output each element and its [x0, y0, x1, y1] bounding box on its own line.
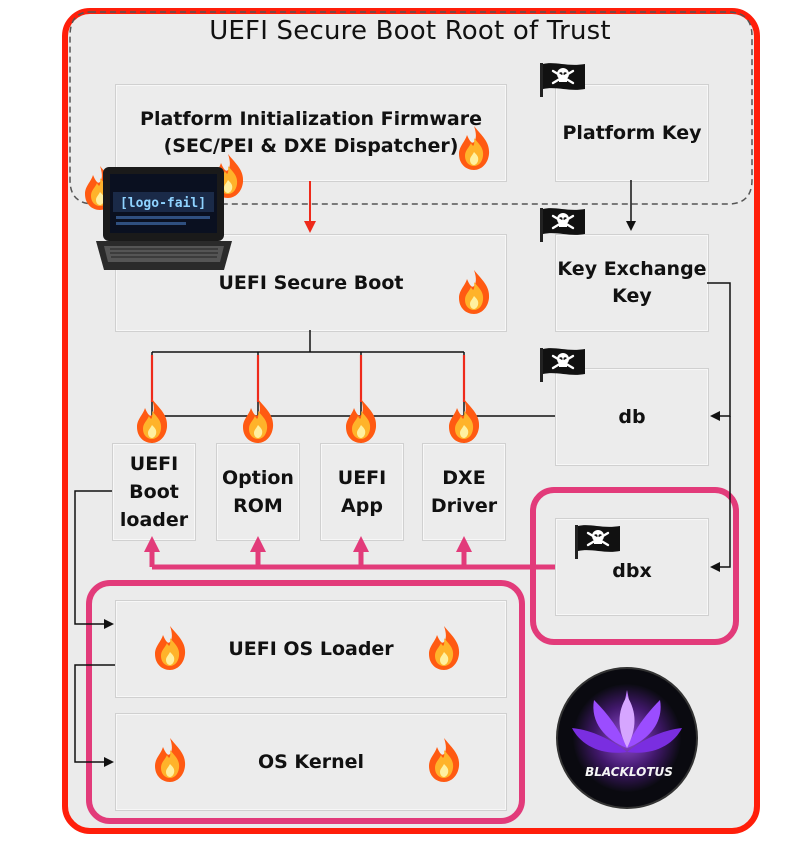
pirate-flag-icon — [573, 523, 622, 561]
os-highlight-frame — [86, 580, 525, 824]
kek-to-db-connector — [707, 282, 731, 421]
option-rom-label-1: Option — [222, 467, 294, 489]
fire-icon — [459, 126, 490, 170]
kek-label-2: Key — [612, 285, 652, 307]
root-of-trust-dashed-boundary — [69, 11, 753, 205]
boot-loader-label-1: UEFI — [129, 453, 179, 475]
option-rom-box: Option ROM — [216, 443, 300, 541]
pirate-flag-icon — [538, 206, 587, 244]
laptop-icon: [logo-fail] — [96, 167, 232, 270]
platform-key-box: Platform Key — [555, 84, 709, 182]
osloader-to-kernel-connector — [74, 664, 115, 767]
kek-to-dbx-connector — [710, 416, 731, 572]
option-rom-label-2: ROM — [233, 495, 283, 517]
fire-icon — [459, 270, 490, 314]
fire-icon — [429, 626, 460, 670]
platform-firmware-label-2: (SEC/PEI & DXE Dispatcher) — [163, 135, 459, 157]
secure-boot-label: UEFI Secure Boot — [218, 271, 404, 294]
bootloader-to-osloader-connector — [74, 490, 114, 629]
boot-loader-label-3: loader — [119, 509, 189, 531]
dbx-label: dbx — [612, 559, 652, 582]
dxe-driver-label-1: DXE — [442, 467, 486, 489]
platform-key-label: Platform Key — [562, 121, 702, 144]
blacklotus-label: BLACKLOTUS — [585, 765, 673, 779]
kek-label-1: Key Exchange — [557, 258, 707, 280]
blacklotus-logo-icon: BLACKLOTUS — [556, 667, 698, 809]
db-label: db — [618, 405, 646, 428]
boot-loader-label-2: Boot — [129, 481, 179, 503]
fire-icon — [429, 738, 460, 782]
diagram-title: UEFI Secure Boot Root of Trust — [209, 16, 611, 46]
uefi-app-label-1: UEFI — [337, 467, 387, 489]
laptop-screen-label: [logo-fail] — [120, 196, 206, 211]
fire-icon — [155, 626, 186, 670]
uefi-app-box: UEFI App — [320, 443, 404, 541]
platform-firmware-label-1: Platform Initialization Firmware — [140, 108, 482, 130]
fire-icon — [155, 738, 186, 782]
os-kernel-label: OS Kernel — [257, 750, 365, 773]
uefi-app-label-2: App — [341, 495, 383, 517]
dxe-driver-box: DXE Driver — [422, 443, 506, 541]
pirate-flag-icon — [538, 61, 587, 99]
dxe-driver-label-2: Driver — [430, 495, 498, 517]
os-loader-label: UEFI OS Loader — [228, 637, 394, 660]
pirate-flag-icon — [538, 346, 587, 384]
db-box: db — [555, 368, 709, 466]
